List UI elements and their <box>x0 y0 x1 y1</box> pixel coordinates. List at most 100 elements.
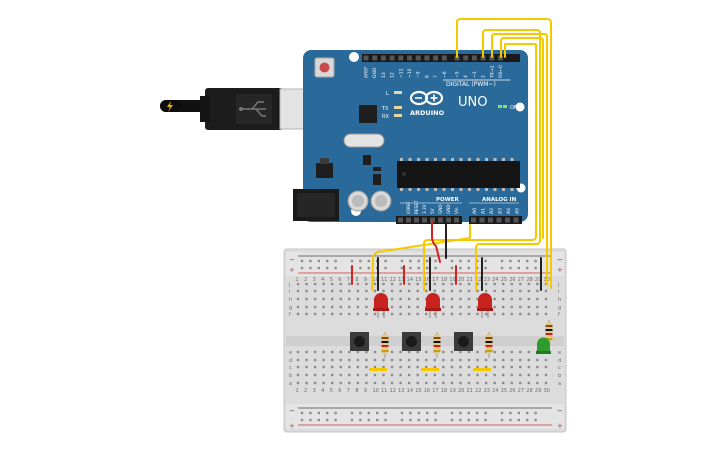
pin-socket <box>389 55 395 61</box>
column-number: 10 <box>372 388 378 394</box>
power-header-label: POWER <box>436 197 460 203</box>
signal-wire <box>371 224 471 291</box>
column-number: 30 <box>543 388 549 394</box>
digital-pin-sockets <box>363 55 503 61</box>
pin-socket <box>498 55 503 61</box>
row-letter: a <box>558 381 561 387</box>
led-tx-label: TX <box>381 106 389 112</box>
breadboard-column-numbers: 1122334455667788991010111112121313141415… <box>296 277 550 394</box>
regulator-tab <box>320 158 329 164</box>
usb-cable <box>160 88 312 130</box>
column-number: 16 <box>424 277 430 283</box>
signal-wire <box>456 18 552 289</box>
row-letter: b <box>289 373 292 379</box>
column-number: 23 <box>484 388 490 394</box>
rail-plus-label: + <box>289 422 295 430</box>
pin-label: 7 <box>433 75 439 78</box>
column-number: 14 <box>407 277 413 283</box>
usb-chip <box>359 105 377 123</box>
column-number: 25 <box>501 388 507 394</box>
column-number: 29 <box>535 277 541 283</box>
column-number: 28 <box>526 277 532 283</box>
analog-pin-label: A4 <box>506 208 512 214</box>
pin-label: ~11 <box>398 68 404 78</box>
column-number: 6 <box>338 277 341 283</box>
jumper-short <box>473 368 491 371</box>
power-pin-label: RESET <box>414 200 419 214</box>
row-letter: a <box>289 381 292 387</box>
rail-minus-label: − <box>289 407 295 415</box>
rail-plus-label: + <box>289 266 295 274</box>
analog-pin-label: A1 <box>481 208 487 214</box>
column-number: 19 <box>449 277 455 283</box>
column-number: 26 <box>509 388 515 394</box>
pin-socket <box>441 55 447 61</box>
row-letter: d <box>289 358 292 364</box>
column-number: 1 <box>296 388 299 394</box>
column-number: 17 <box>432 277 438 283</box>
resistor-2 <box>433 332 441 358</box>
row-letter: f <box>289 312 291 318</box>
pin-socket <box>433 55 439 61</box>
brand-label: ARDUINO <box>410 109 445 117</box>
jumper-short <box>369 368 387 371</box>
row-letter: e <box>558 350 561 356</box>
column-number: 9 <box>364 388 367 394</box>
power-pin-label: IOREF <box>406 201 411 214</box>
led-red-1 <box>373 293 389 318</box>
column-number: 17 <box>432 388 438 394</box>
pin-socket <box>372 55 378 61</box>
pin-label: 12 <box>390 72 396 78</box>
column-number: 4 <box>321 277 324 283</box>
row-letter: c <box>558 365 561 371</box>
power-header-strip <box>396 216 462 224</box>
column-number: 5 <box>330 388 333 394</box>
rail-plus-label: + <box>557 266 563 274</box>
usb-plug-neck <box>200 96 210 122</box>
row-letter: i <box>289 289 290 295</box>
analog-pin-label: A0 <box>472 208 478 214</box>
power-pin-label: 3.3V <box>422 204 427 214</box>
pin-label: ~6 <box>442 71 448 78</box>
power-on-label: ON <box>510 105 518 111</box>
column-number: 15 <box>415 388 421 394</box>
push-button-1[interactable] <box>350 332 369 351</box>
row-letter: g <box>289 305 292 311</box>
pin-socket <box>463 55 469 61</box>
push-button-3[interactable] <box>454 332 473 351</box>
row-letter: b <box>558 373 561 379</box>
voltage-regulator <box>316 163 333 178</box>
row-letter: c <box>289 365 292 371</box>
column-number: 21 <box>467 388 473 394</box>
pin-socket <box>407 55 412 61</box>
power-pin-label: Vin <box>454 207 459 214</box>
breadboard: − + − + − + − + 112233445566778899101011… <box>283 248 567 433</box>
column-number: 23 <box>484 277 490 283</box>
led-red-2 <box>425 293 441 318</box>
column-number: 11 <box>381 388 387 394</box>
column-number: 21 <box>467 277 473 283</box>
push-button-2[interactable] <box>402 332 421 351</box>
small-chip <box>363 155 371 165</box>
pin-label: ~5 <box>455 71 461 78</box>
components <box>350 293 553 371</box>
column-number: 13 <box>398 277 404 283</box>
signal-wire <box>423 43 537 291</box>
column-number: 18 <box>441 277 447 283</box>
column-number: 26 <box>509 277 515 283</box>
signal-wire <box>500 37 544 239</box>
digital-header-strip <box>362 54 520 62</box>
column-number: 3 <box>313 277 316 283</box>
rail-plus-label: + <box>557 422 563 430</box>
rail-minus-label: − <box>557 407 563 415</box>
column-number: 22 <box>475 277 481 283</box>
column-number: 12 <box>390 277 396 283</box>
column-number: 18 <box>441 388 447 394</box>
row-letter: d <box>558 358 561 364</box>
pin-label: AREF <box>364 66 370 78</box>
reset-button-cap[interactable] <box>319 62 330 73</box>
